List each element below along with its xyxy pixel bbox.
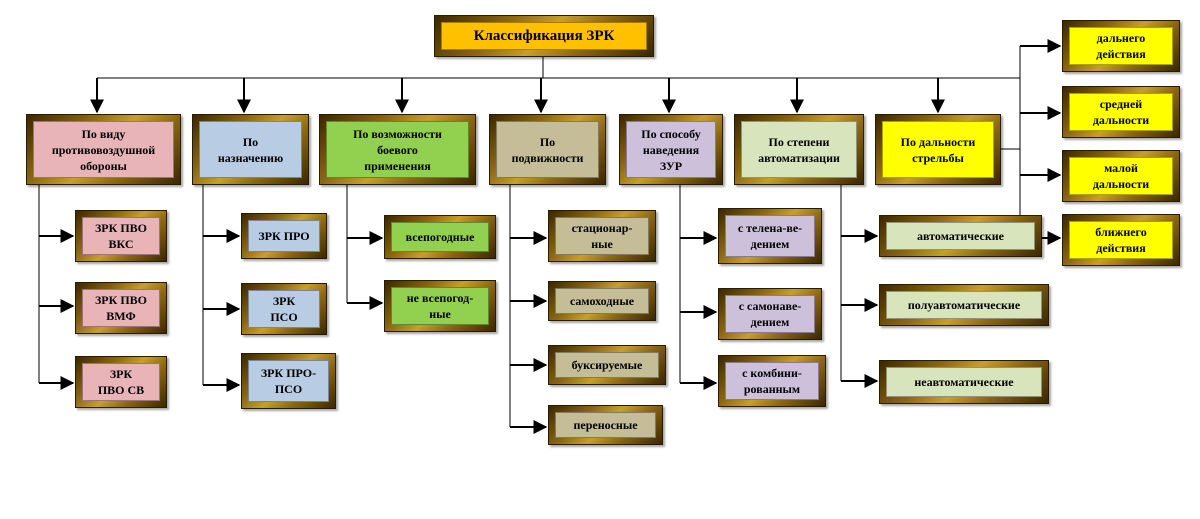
item-box: с телена-ве- дением [718,208,822,264]
item-box: ЗРК ПВО ВКС [75,210,167,262]
category-label: По виду противовоздушной обороны [33,121,174,178]
item-box: ЗРК ПРО [241,213,327,259]
item-label: ЗРК ПВО СВ [82,363,160,401]
item-box: ЗРК ПВО СВ [75,356,167,408]
item-box: неавтоматические [879,360,1049,404]
item-label: ближнего действия [1069,221,1173,259]
item-box: малой дальности [1062,150,1180,202]
item-label: полуавтоматические [886,291,1042,319]
item-label: малой дальности [1069,157,1173,195]
item-box: средней дальности [1062,86,1180,138]
item-box: буксируемые [548,345,666,385]
item-box: стационар- ные [548,210,656,262]
item-label: с комбини- рованным [725,362,819,400]
item-box: ЗРК ПСО [241,283,327,335]
item-label: самоходные [555,288,649,314]
item-box: переносные [548,405,663,445]
item-label: дальнего действия [1069,27,1173,65]
item-box: ближнего действия [1062,214,1180,266]
category-box-purpose: По назначению [192,114,309,185]
category-label: По назначению [199,121,302,178]
category-box-air-defense-type: По виду противовоздушной обороны [26,114,181,185]
category-label: По подвижности [496,121,599,178]
item-label: буксируемые [555,352,659,378]
category-label: По способу наведения ЗУР [626,121,716,178]
item-label: ЗРК ПРО [248,220,320,252]
item-label: не всепогод- ные [391,287,489,325]
item-box: полуавтоматические [879,284,1049,326]
category-label: По возможности боевого применения [326,121,469,178]
category-box-guidance-method: По способу наведения ЗУР [619,114,723,185]
item-label: ЗРК ПВО ВМФ [82,289,160,327]
item-label: ЗРК ПВО ВКС [82,217,160,255]
item-box: самоходные [548,281,656,321]
item-box: не всепогод- ные [384,280,496,332]
item-box: дальнего действия [1062,20,1180,72]
item-box: с самонаве- дением [718,288,822,340]
item-box: ЗРК ПРО- ПСО [241,353,336,409]
item-box: ЗРК ПВО ВМФ [75,282,167,334]
category-label: По дальности стрельбы [882,121,994,178]
item-label: с самонаве- дением [725,295,815,333]
item-label: стационар- ные [555,217,649,255]
diagram-title: Классификация ЗРК [441,22,647,50]
item-label: средней дальности [1069,93,1173,131]
item-box: с комбини- рованным [718,355,826,407]
category-box-firing-range: По дальности стрельбы [875,114,1001,185]
category-label: По степени автоматизации [741,121,857,178]
item-label: неавтоматические [886,367,1042,397]
item-box: автоматические [879,215,1042,257]
diagram-title-box: Классификация ЗРК [434,15,654,57]
item-label: ЗРК ПРО- ПСО [248,360,329,402]
category-box-combat-use: По возможности боевого применения [319,114,476,185]
item-label: ЗРК ПСО [248,290,320,328]
category-box-mobility: По подвижности [489,114,606,185]
item-label: переносные [555,412,656,438]
item-label: автоматические [886,222,1035,250]
item-label: с телена-ве- дением [725,215,815,257]
item-label: всепогодные [391,222,489,252]
item-box: всепогодные [384,215,496,259]
category-box-automation: По степени автоматизации [734,114,864,185]
